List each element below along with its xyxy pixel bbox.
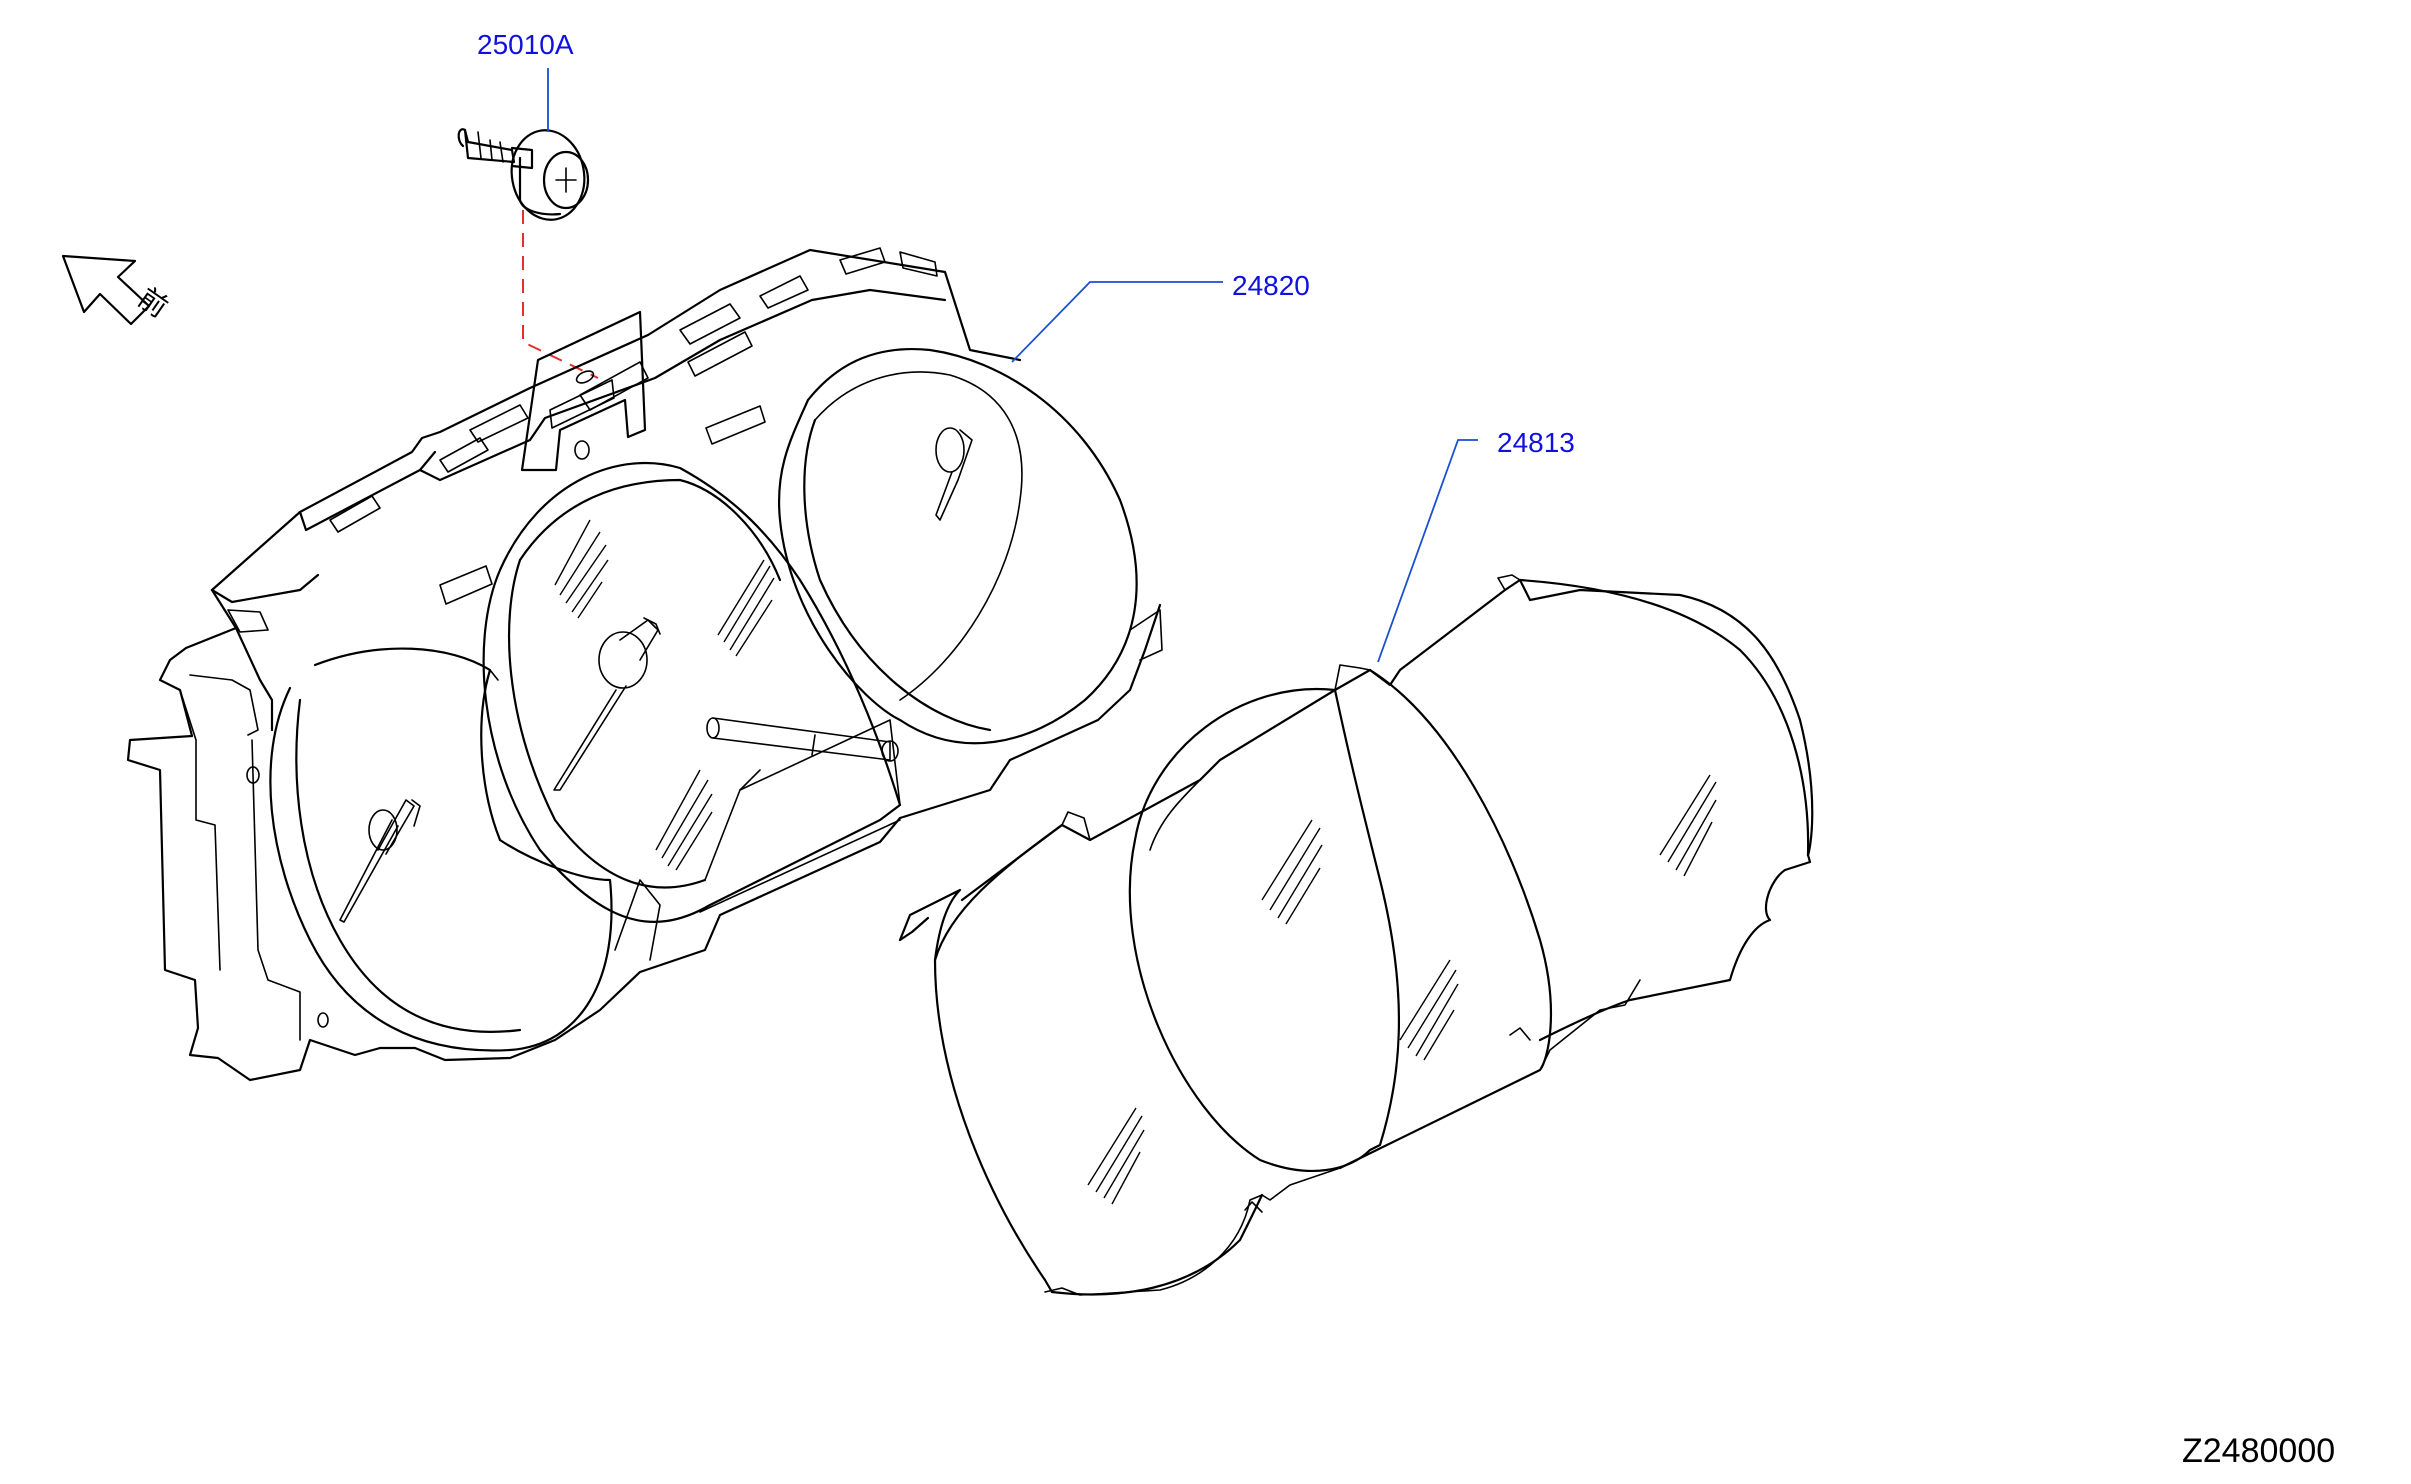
housing-glass-hatching <box>554 519 775 871</box>
part-number-24820[interactable]: 24820 <box>1232 270 1310 301</box>
leader-24820 <box>1011 281 1223 363</box>
diagram-code: Z2480000 <box>2182 1432 2335 1470</box>
meter-lens-drawing <box>898 574 1814 1296</box>
front-arrow-icon <box>61 254 151 326</box>
screw-guide-line <box>522 210 599 379</box>
part-number-25010A[interactable]: 25010A <box>477 29 574 60</box>
part-number-24813[interactable]: 24813 <box>1497 427 1575 458</box>
leader-24813 <box>1377 439 1478 663</box>
screw-icon <box>457 128 590 221</box>
lens-glass-hatching <box>1087 774 1717 1205</box>
meter-housing-drawing <box>126 247 1163 1082</box>
